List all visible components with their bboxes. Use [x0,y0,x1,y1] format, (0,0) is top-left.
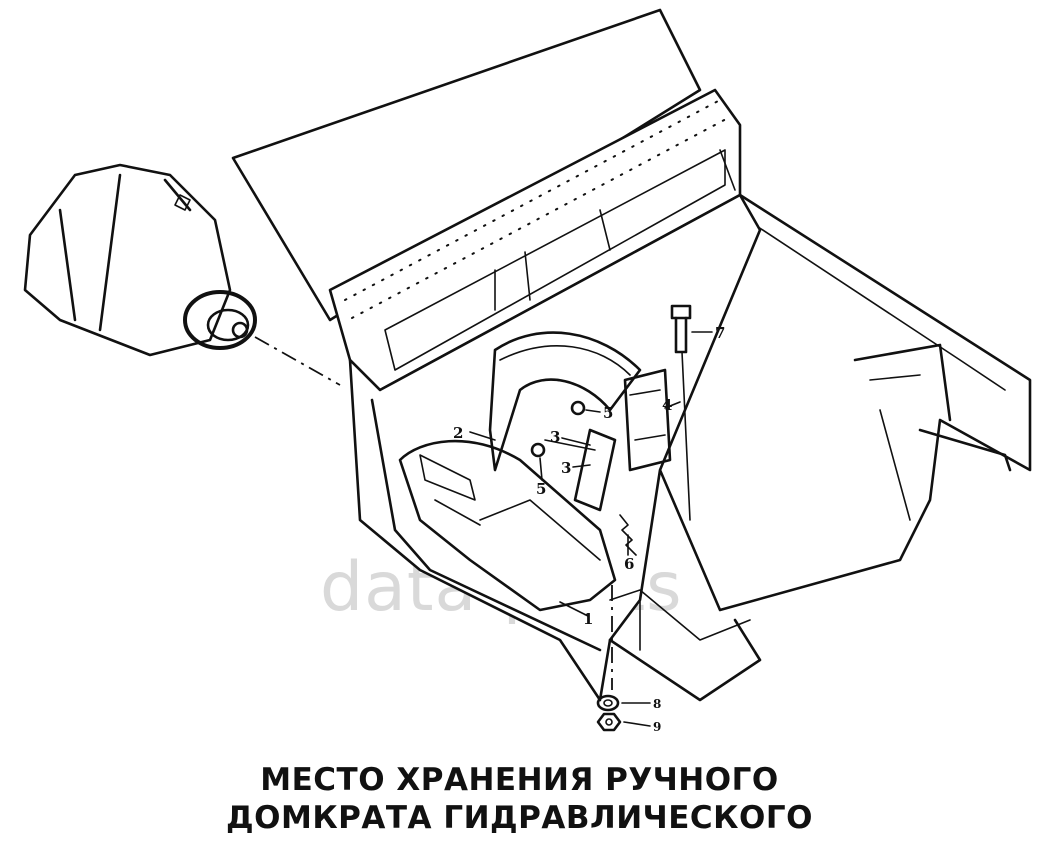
caption-line-1: МЕСТО ХРАНЕНИЯ РУЧНОГО [260,762,779,798]
bracket-plate [623,368,672,472]
nut-9 [596,712,622,732]
callout-1: 1 [583,610,593,628]
hood-panel [231,8,702,322]
storage-compartment [348,193,762,702]
callout-9: 9 [653,720,661,734]
nut-5-upper [570,400,586,416]
washer-8 [596,694,620,712]
callout-2: 2 [453,424,463,442]
nut-5-lower [530,442,546,458]
clamp-bracket [544,428,617,512]
callout-4: 4 [662,396,672,414]
alignment-line [254,336,341,386]
bolt [670,304,692,521]
callout-6: 6 [624,555,634,573]
jack-unit-exploded [23,163,257,357]
callout-3-upper: 3 [550,428,560,446]
caption-line-2: ДОМКРАТА ГИДРАВЛИЧЕСКОГО [226,800,813,836]
callout-7: 7 [715,324,725,342]
callout-8: 8 [653,697,661,711]
callout-5-lower: 5 [536,480,546,498]
platform [658,193,1032,612]
callout-5-upper: 5 [603,404,613,422]
leader-lines [469,331,713,727]
callout-3-lower: 3 [561,459,571,477]
